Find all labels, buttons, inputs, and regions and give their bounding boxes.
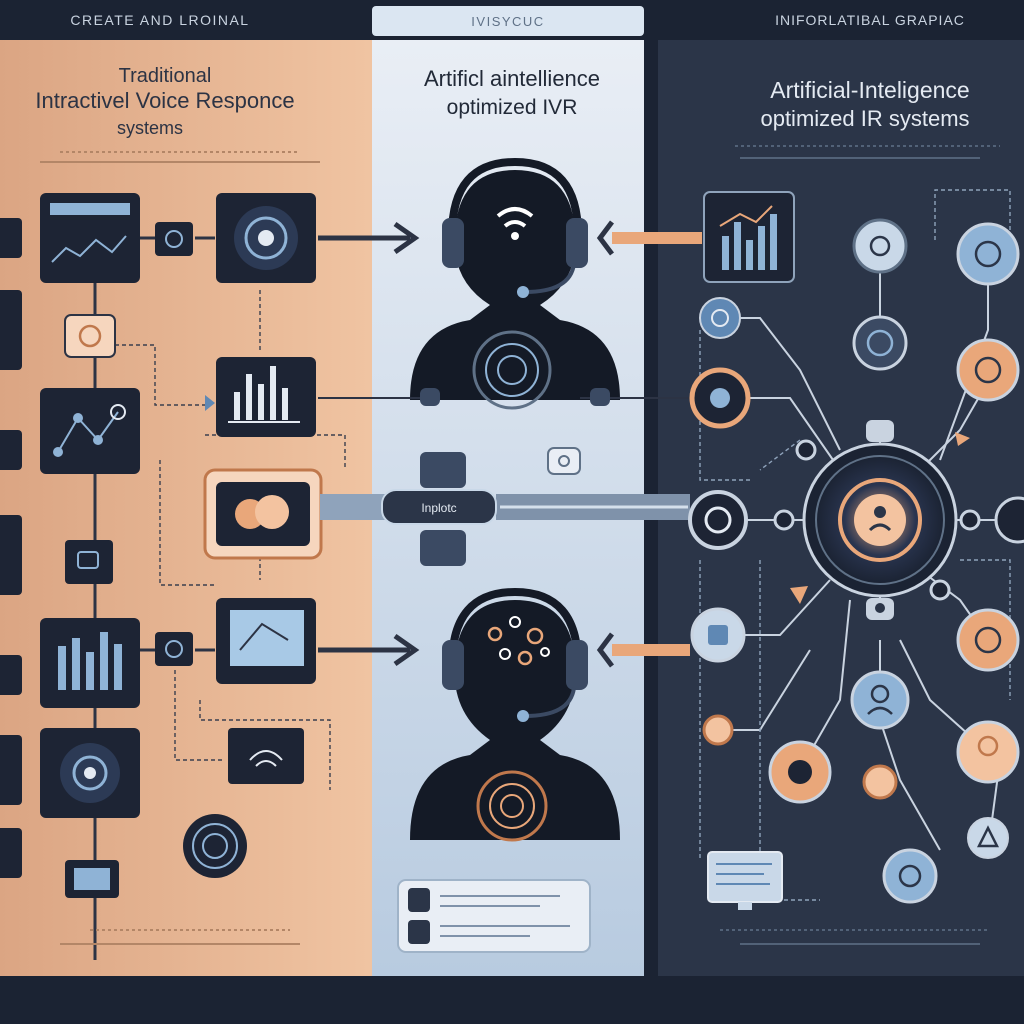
node-warning [967,817,1009,859]
center-panel-title: Artificl aintellience optimized IVR [424,66,600,119]
edge-tile-1 [0,218,22,258]
node-small-4 [929,579,951,601]
node-person-orange [956,720,1020,784]
pointer-arrow-2 [955,432,970,446]
bar-chart-tile-1 [216,357,316,437]
node-location [768,740,832,804]
node-small-3 [959,509,981,531]
pointer-arrow-1 [790,586,808,604]
small-tile-gear-2 [155,632,193,666]
link-knob-left [420,388,440,406]
node-orange-top [956,338,1020,402]
edge-tile-4 [0,515,22,595]
node-user-mid [850,670,910,730]
edge-tile-6 [0,735,22,805]
bar-chart-tile-2 [40,618,140,708]
bridge-label: Inplotc [421,501,456,515]
left-title-line-3: systems [117,118,183,138]
left-title-line-1: Traditional [119,65,212,87]
header-center-tab [372,6,644,36]
center-text-card [397,879,591,953]
gear-tile [40,728,140,818]
dashboard-chart-tile [40,193,140,283]
center-title-line-1: Artificl aintellience [424,66,600,91]
edge-tile-2 [0,290,22,370]
header-left-label: CREATE AND LROINAL [70,12,249,28]
right-chart-tile [703,191,795,283]
edge-tile-3 [0,430,22,470]
node-orange-mid [956,608,1020,672]
fingerprint-circle [183,814,247,878]
right-to-center-arrows [596,220,702,668]
left-to-center-arrows [318,221,420,667]
monitor-icon [707,851,783,910]
map-tile [216,598,316,684]
left-footer-lines [60,929,300,945]
tile-pointer [205,395,215,411]
highlight-agent-tile [203,468,323,560]
node-user-top [956,222,1020,286]
header-right-label: INIFORLATIBAL GRAPIAC [775,12,965,28]
node-orange-small [702,714,734,746]
sound-wave-tile [228,728,304,784]
node-orange-ring [689,367,751,429]
link-knob-right [590,388,610,406]
node-app [690,607,746,663]
center-title-line-2: optimized IVR [447,96,578,119]
voice-tile [216,193,316,283]
small-tile-chat [65,540,113,584]
node-small-orange [862,764,898,800]
right-nodes [688,218,1024,904]
edge-tile-5 [0,655,22,695]
right-title-line-2: optimized IR systems [760,106,969,131]
bridge-label-pill: Inplotc [381,489,497,525]
ai-hub-icon [802,420,958,620]
node-small-1 [795,439,817,461]
footer-bar [0,976,1024,1024]
node-chat [852,315,908,371]
left-tiles [0,193,323,898]
node-gear [688,490,748,550]
node-bottom [882,848,938,904]
right-footer-lines [720,929,990,945]
chat-bubble-icon [547,447,581,475]
left-dashed-connectors [115,290,346,790]
small-tile-media [65,860,119,898]
headset-ai-brain-icon [410,587,620,842]
node-small-2 [773,509,795,531]
orange-node-tile [64,314,116,358]
network-tile [40,388,140,474]
left-panel-title: Traditional Intractivel Voice Responce s… [35,65,294,138]
right-title-underlines [735,145,1000,159]
node-edge-right [994,496,1024,544]
bridge-bar [320,452,690,566]
left-title-line-2: Intractivel Voice Responce [35,88,294,113]
node-globe [699,297,741,339]
right-title-line-1: Artificial-Inteligence [770,77,969,103]
right-panel-title: Artificial-Inteligence optimized IR syst… [760,77,969,131]
edge-tile-7 [0,828,22,878]
small-tile-gear [155,222,193,256]
left-title-underlines [40,151,320,163]
node-lock [852,218,908,274]
headset-agent-icon [410,157,620,410]
header-center-label: IVISYCUC [471,14,544,29]
